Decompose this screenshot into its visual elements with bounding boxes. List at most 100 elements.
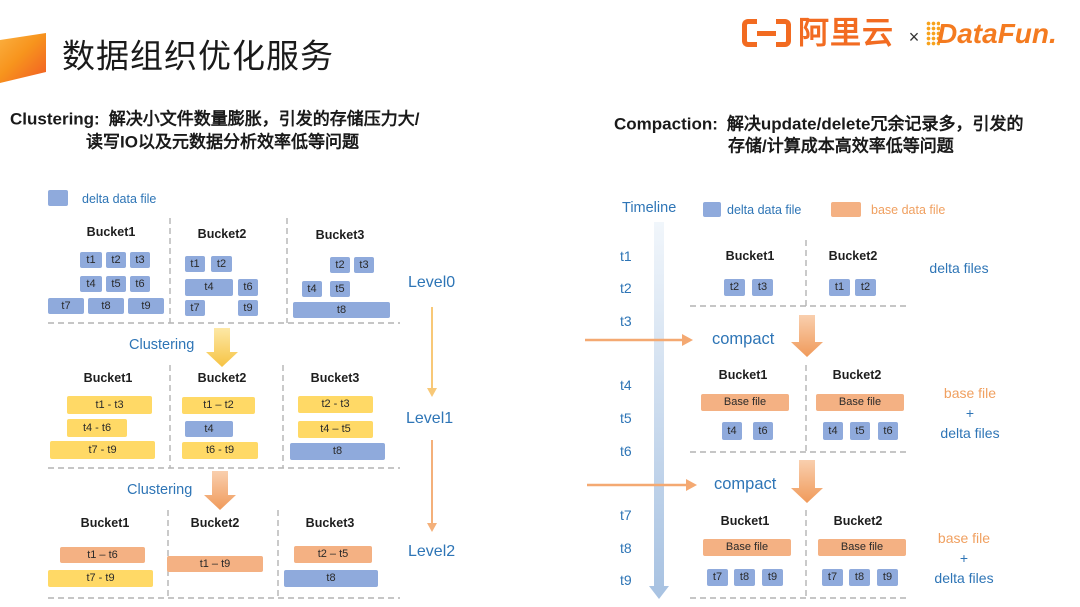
compaction-heading-text: 解决update/delete冗余记录多，引发的 <box>726 114 1024 134</box>
timeline-tick-label: t3 <box>620 313 632 329</box>
timeline-tick-label: t8 <box>620 540 632 556</box>
delta-file: t4 <box>185 421 233 437</box>
level2-merged-file: t1 – t6 <box>60 547 145 563</box>
bucket-label: Bucket2 <box>190 515 240 530</box>
delta-file: t6 <box>753 422 773 440</box>
timeline-axis <box>654 222 664 588</box>
compact-trigger-arrow-head <box>682 334 693 346</box>
delta-file: t1 <box>185 256 205 272</box>
clustering-arrow <box>206 328 238 367</box>
compaction-heading-line2: 存储/计算成本高效率低等问题 <box>728 136 954 156</box>
legend-delta-swatch <box>703 202 721 217</box>
aliyun-logo-text: 阿里云 <box>798 15 894 51</box>
level-arrow-head <box>427 523 437 532</box>
legend-base-swatch <box>831 202 861 217</box>
base-file: Base file <box>818 539 906 556</box>
bucket-label: Bucket1 <box>720 513 770 528</box>
level-label: Level1 <box>406 410 454 427</box>
delta-file: t2 <box>724 279 745 296</box>
level2-merged-file: t2 – t5 <box>294 546 372 563</box>
delta-file: t7 <box>707 569 728 586</box>
compaction-heading-line1: Compaction:解决update/delete冗余记录多，引发的 <box>614 116 1023 133</box>
delta-file: t9 <box>877 569 898 586</box>
legend-delta-label: delta data file <box>727 202 802 217</box>
level1-merged-file: t4 - t6 <box>67 419 127 437</box>
clustering-heading-line2: 读写IO以及元数据分析效率低等问题 <box>86 132 359 152</box>
legend-base-label: base data file <box>871 202 946 217</box>
delta-file: t2 <box>106 252 126 268</box>
bucket-label: Bucket3 <box>310 370 360 385</box>
bucket-label: Bucket1 <box>718 367 768 382</box>
clustering-heading-text: 解决小文件数量膨胀，引发的存储压力大/ <box>108 109 420 129</box>
delta-file: t5 <box>330 281 350 297</box>
stage-note-delta: delta files <box>934 570 994 586</box>
stage-note-delta: delta files <box>940 425 1000 441</box>
page-title: 数据组织优化服务 <box>62 37 334 75</box>
bucket-label: Bucket1 <box>80 515 130 530</box>
compact-label: compact <box>714 474 777 493</box>
compact-trigger-arrow-head <box>686 479 697 491</box>
delta-file: t4 <box>80 276 102 292</box>
level1-merged-file: t7 - t9 <box>50 441 155 459</box>
stage-note-base: base file <box>943 385 997 401</box>
legend-delta-label: delta data file <box>82 191 157 206</box>
bucket-label: Bucket2 <box>197 226 247 241</box>
timeline-tick-label: t9 <box>620 572 632 588</box>
timeline-tick-label: t7 <box>620 507 632 523</box>
delta-file: t4 <box>722 422 742 440</box>
logo-separator: × <box>908 27 920 47</box>
delta-file: t2 <box>855 279 876 296</box>
delta-file: t3 <box>752 279 773 296</box>
bucket-label: Bucket1 <box>83 370 133 385</box>
delta-file: t3 <box>130 252 150 268</box>
delta-file: t9 <box>238 300 258 316</box>
delta-file: t3 <box>354 257 374 273</box>
delta-file: t2 <box>330 257 350 273</box>
level1-merged-file: t6 - t9 <box>182 442 258 459</box>
timeline-arrow-head <box>649 586 669 599</box>
base-file: Base file <box>701 394 789 411</box>
timeline-tick-label: t6 <box>620 443 632 459</box>
level1-merged-file: t7 - t9 <box>48 570 153 587</box>
stage-note-plus: + <box>965 405 975 421</box>
timeline-tick-label: t1 <box>620 248 632 264</box>
bucket-label: Bucket2 <box>832 367 882 382</box>
clustering-step-label: Clustering <box>127 481 193 498</box>
delta-file: t9 <box>762 569 783 586</box>
timeline-tick-label: t5 <box>620 410 632 426</box>
delta-file: t8 <box>88 298 124 314</box>
delta-file: t4 <box>185 279 233 296</box>
delta-file: t7 <box>822 569 843 586</box>
clustering-heading-label: Clustering: <box>10 109 100 129</box>
delta-file: t6 <box>878 422 898 440</box>
delta-file: t6 <box>130 276 150 292</box>
aliyun-logo-icon-bar <box>757 31 776 36</box>
delta-file: t8 <box>284 570 378 587</box>
delta-file: t1 <box>80 252 102 268</box>
level2-merged-file: t1 – t9 <box>167 556 263 572</box>
timeline-tick-label: t4 <box>620 377 632 393</box>
base-file: Base file <box>816 394 904 411</box>
level1-merged-file: t1 – t2 <box>182 397 255 414</box>
bucket-label: Bucket2 <box>828 248 878 263</box>
stage-note-base: base file <box>937 530 991 546</box>
bucket-label: Bucket1 <box>725 248 775 263</box>
delta-file: t4 <box>302 281 322 297</box>
delta-file: t9 <box>128 298 164 314</box>
compact-arrow <box>791 460 823 503</box>
delta-file: t7 <box>48 298 84 314</box>
aliyun-logo-icon <box>776 19 791 47</box>
level-label: Level0 <box>408 274 456 291</box>
datafun-logo-text: DataFun. <box>937 18 1057 49</box>
clustering-heading-line1: Clustering: 解决小文件数量膨胀，引发的存储压力大/ <box>10 111 419 128</box>
level1-merged-file: t1 - t3 <box>67 396 152 414</box>
datafun-logo-icon <box>926 21 940 46</box>
delta-file: t7 <box>185 300 205 316</box>
aliyun-logo-icon <box>742 19 757 47</box>
stage-note-delta: delta files <box>929 260 989 276</box>
base-file: Base file <box>703 539 791 556</box>
bucket-label: Bucket2 <box>833 513 883 528</box>
delta-file: t6 <box>238 279 258 296</box>
